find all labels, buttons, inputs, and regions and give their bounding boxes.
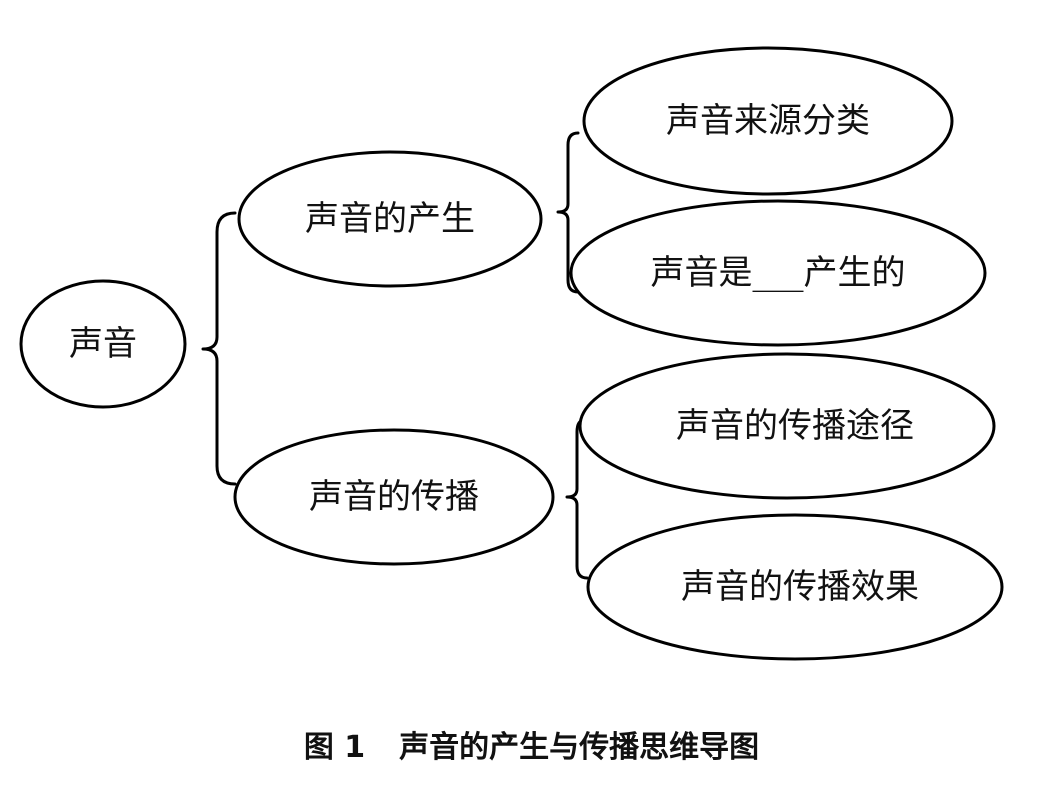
figure-number: 图 1 <box>303 730 366 765</box>
node-leaf-1-1-ellipse <box>582 46 954 196</box>
node-leaf-1-1-label: 声音来源分类 <box>666 101 870 141</box>
node-leaf-1-2-label: 声音是___产生的 <box>651 253 906 293</box>
node-branch-1-label: 声音的产生 <box>305 199 475 239</box>
node-branch-2: 声音的传播 <box>233 428 555 566</box>
figure-title: 声音的产生与传播思维导图 <box>399 730 760 765</box>
branch-2-brace <box>565 418 589 580</box>
figure-caption: 图 1 声音的产生与传播思维导图 <box>0 722 1063 766</box>
node-branch-1: 声音的产生 <box>237 150 543 288</box>
node-leaf-1-1: 声音来源分类 <box>582 46 954 196</box>
node-branch-2-ellipse <box>233 428 555 566</box>
node-leaf-2-2: 声音的传播效果 <box>586 513 1004 661</box>
node-leaf-2-2-ellipse <box>586 513 1004 661</box>
branch-1-brace <box>556 131 580 294</box>
node-root-label: 声音 <box>69 324 137 364</box>
node-root-ellipse <box>19 279 187 409</box>
node-leaf-1-2: 声音是___产生的 <box>569 199 987 347</box>
node-leaf-2-1: 声音的传播途径 <box>578 352 996 500</box>
node-branch-1-ellipse <box>237 150 543 288</box>
node-root: 声音 <box>19 279 187 409</box>
node-leaf-2-2-label: 声音的传播效果 <box>681 567 919 607</box>
node-leaf-1-2-ellipse <box>569 199 987 347</box>
root-brace <box>201 211 237 486</box>
node-branch-2-label: 声音的传播 <box>309 477 479 517</box>
node-leaf-2-1-ellipse <box>578 352 996 500</box>
node-leaf-2-1-label: 声音的传播途径 <box>676 406 914 446</box>
